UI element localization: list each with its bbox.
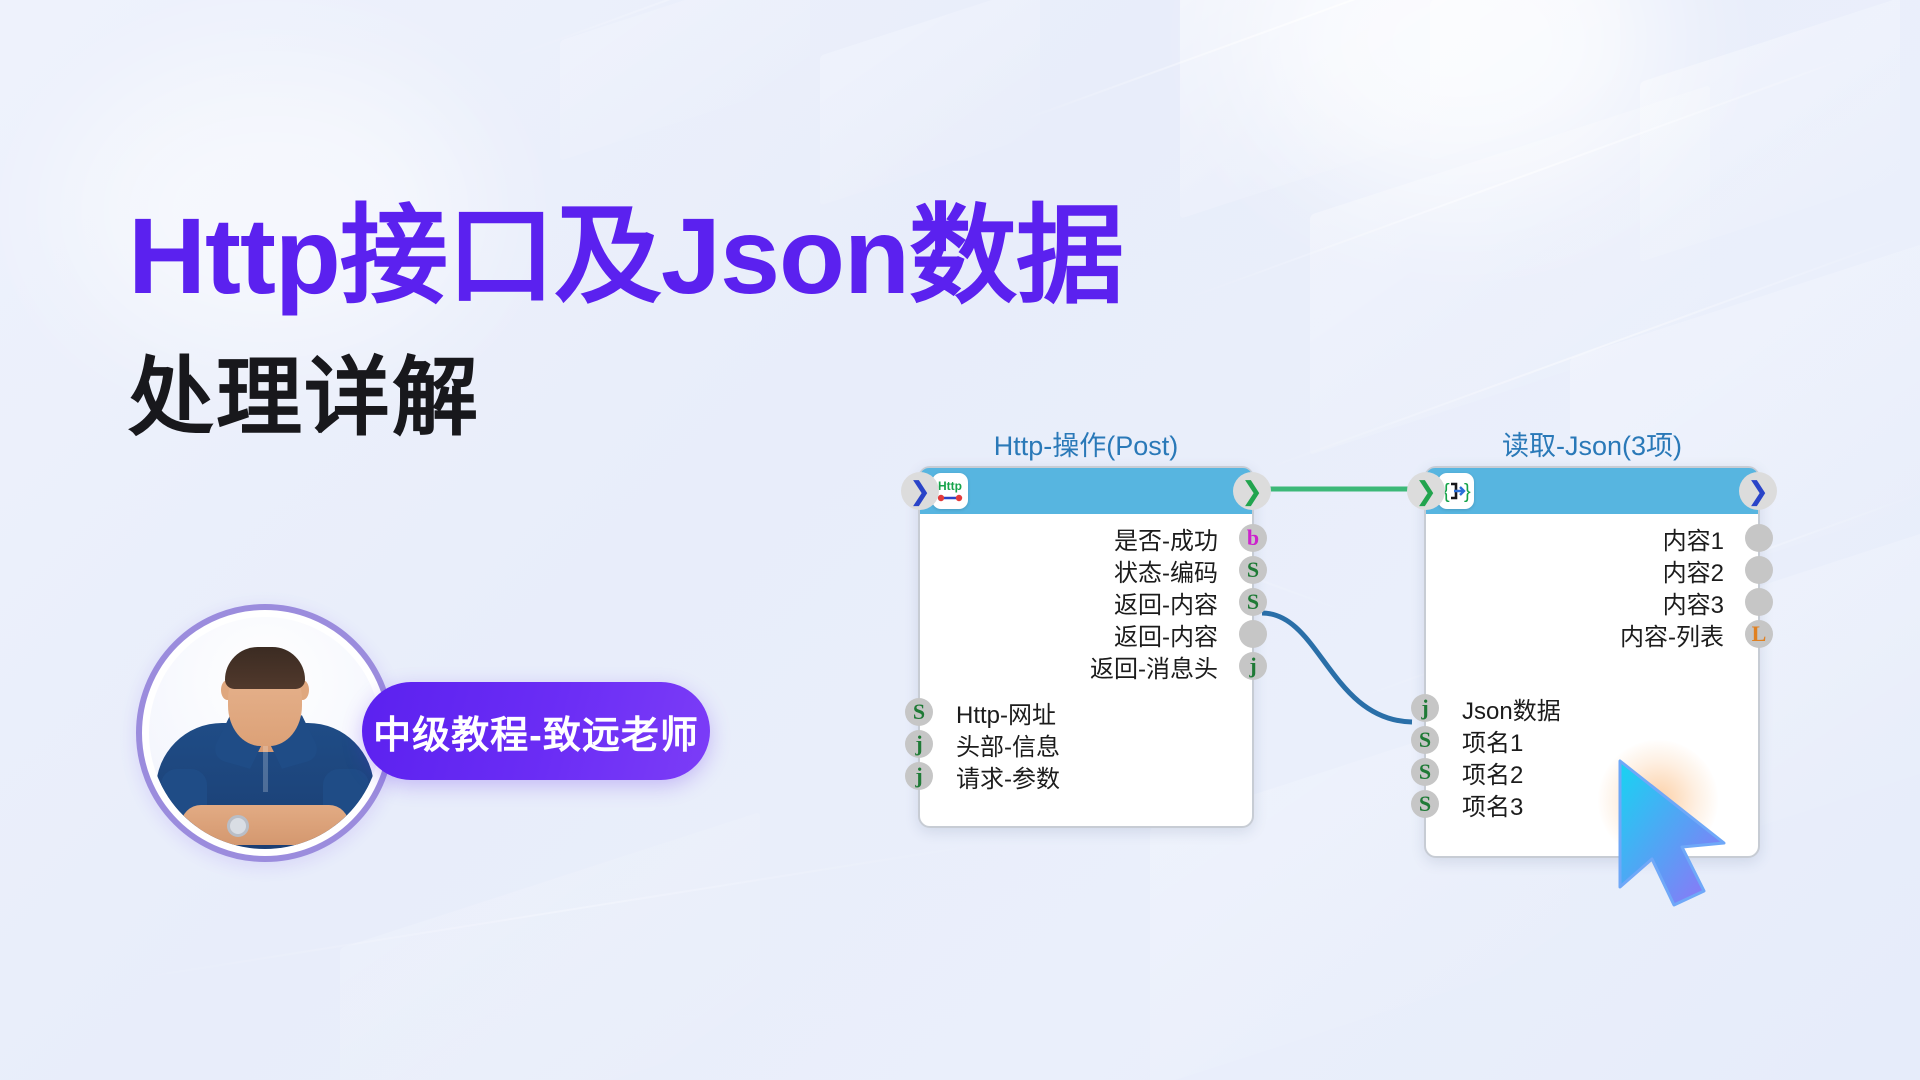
input-row[interactable]: S 项名2 — [1411, 756, 1758, 789]
output-label: 返回-内容 — [1114, 591, 1218, 619]
data-wire — [1261, 610, 1413, 725]
input-pin[interactable]: S — [1411, 758, 1439, 786]
node-http-post-exec-in[interactable]: ❯ — [901, 472, 939, 510]
input-pin[interactable]: S — [1411, 726, 1439, 754]
output-row[interactable]: 返回-内容 — [920, 618, 1267, 651]
bg-iso-block — [1180, 0, 1480, 219]
chevron-right-icon: ❯ — [1747, 475, 1769, 506]
node-http-post-title: Http-操作(Post) — [993, 431, 1179, 461]
portrait-arms — [181, 805, 349, 845]
chevron-right-icon: ❯ — [1241, 475, 1263, 506]
output-label: 返回-内容 — [1114, 623, 1218, 651]
portrait-watch — [227, 815, 249, 837]
output-label: 内容3 — [1662, 591, 1724, 619]
output-pin[interactable]: j — [1239, 652, 1267, 680]
output-row[interactable]: 内容-列表 L — [1426, 618, 1773, 651]
avatar — [136, 604, 394, 862]
input-label: 项名3 — [1462, 793, 1524, 821]
output-label: 返回-消息头 — [1090, 655, 1218, 683]
input-row[interactable]: S 项名1 — [1411, 724, 1758, 757]
svg-text:}: } — [1464, 481, 1471, 503]
bg-iso-block — [1430, 0, 1620, 161]
node-http-post-exec-out[interactable]: ❯ — [1233, 472, 1271, 510]
node-read-json-exec-out[interactable]: ❯ — [1739, 472, 1777, 510]
node-http-post-header: Http — [920, 468, 1252, 514]
input-row[interactable]: j 头部-信息 — [905, 728, 1252, 761]
output-label: 状态-编码 — [1114, 559, 1218, 587]
input-label: 项名1 — [1462, 729, 1524, 757]
input-row[interactable]: S Http-网址 — [905, 696, 1252, 729]
bg-iso-block — [340, 811, 760, 1080]
input-label: Http-网址 — [956, 701, 1057, 729]
bg-iso-line — [1179, 40, 1895, 302]
output-pin[interactable]: S — [1239, 556, 1267, 584]
output-row[interactable]: 状态-编码 S — [920, 554, 1267, 587]
output-pin[interactable]: S — [1239, 588, 1267, 616]
input-label: 头部-信息 — [956, 733, 1060, 761]
bg-iso-block — [1310, 85, 1710, 455]
chevron-right-icon: ❯ — [1415, 475, 1437, 506]
bg-iso-block — [560, 0, 810, 161]
input-label: 项名2 — [1462, 761, 1524, 789]
output-pin[interactable] — [1745, 588, 1773, 616]
input-row[interactable]: j 请求-参数 — [905, 760, 1252, 793]
mouse-pointer-icon — [1612, 755, 1802, 950]
node-read-json-exec-in[interactable]: ❯ — [1407, 472, 1445, 510]
node-http-post[interactable]: Http-操作(Post) Http ❯ ❯ 是否-成功 b — [901, 431, 1271, 828]
page-subtitle: 处理详解 — [128, 350, 480, 446]
bg-iso-block — [1640, 0, 1900, 263]
avatar-photo — [149, 617, 381, 849]
input-label: Json数据 — [1462, 697, 1561, 725]
node-read-json-rows: 内容1 内容2 内容3 内容-列表 L j Json数据 S — [1411, 514, 1773, 821]
bg-iso-block — [820, 0, 1040, 206]
output-label: 是否-成功 — [1114, 527, 1218, 555]
bg-iso-line — [1019, 0, 1679, 122]
output-row[interactable]: 内容3 — [1426, 586, 1773, 619]
input-pin[interactable]: j — [1411, 694, 1439, 722]
output-pin[interactable] — [1745, 556, 1773, 584]
bg-glow-top-right — [1250, 0, 1670, 200]
output-row[interactable]: 内容2 — [1426, 554, 1773, 587]
node-read-json-header: { } — [1426, 468, 1758, 514]
input-pin[interactable]: S — [1411, 790, 1439, 818]
output-row[interactable]: 是否-成功 b — [920, 522, 1267, 555]
output-label: 内容1 — [1662, 527, 1724, 555]
course-level-badge: 中级教程-致远老师 — [362, 682, 710, 780]
chevron-right-icon: ❯ — [909, 475, 931, 506]
svg-text:{: { — [1443, 481, 1450, 503]
output-pin[interactable]: L — [1745, 620, 1773, 648]
output-label: 内容2 — [1662, 559, 1724, 587]
input-pin[interactable]: S — [905, 698, 933, 726]
badge-label: 中级教程-致远老师 — [373, 714, 699, 757]
input-label: 请求-参数 — [956, 765, 1060, 793]
portrait-placket — [263, 742, 268, 793]
page-title: Http接口及Json数据 — [128, 195, 1124, 316]
node-read-json-title: 读取-Json(3项) — [1501, 431, 1683, 461]
svg-text:Http: Http — [938, 479, 962, 493]
portrait-hair — [225, 647, 305, 690]
output-row[interactable]: 内容1 — [1426, 522, 1773, 555]
node-http-post-rows: 是否-成功 b 状态-编码 S 返回-内容 S 返回-内容 返回-消息头 j S — [905, 514, 1267, 793]
output-row[interactable]: 返回-消息头 j — [920, 650, 1267, 683]
output-pin[interactable] — [1239, 620, 1267, 648]
output-row[interactable]: 返回-内容 S — [920, 586, 1267, 619]
row-spacer — [1426, 650, 1758, 692]
output-pin[interactable] — [1745, 524, 1773, 552]
input-pin[interactable]: j — [905, 762, 933, 790]
input-row[interactable]: S 项名3 — [1411, 788, 1758, 821]
output-pin[interactable]: b — [1239, 524, 1267, 552]
input-pin[interactable]: j — [905, 730, 933, 758]
bg-iso-line — [499, 0, 952, 62]
input-row[interactable]: j Json数据 — [1411, 692, 1758, 725]
output-label: 内容-列表 — [1620, 623, 1724, 651]
